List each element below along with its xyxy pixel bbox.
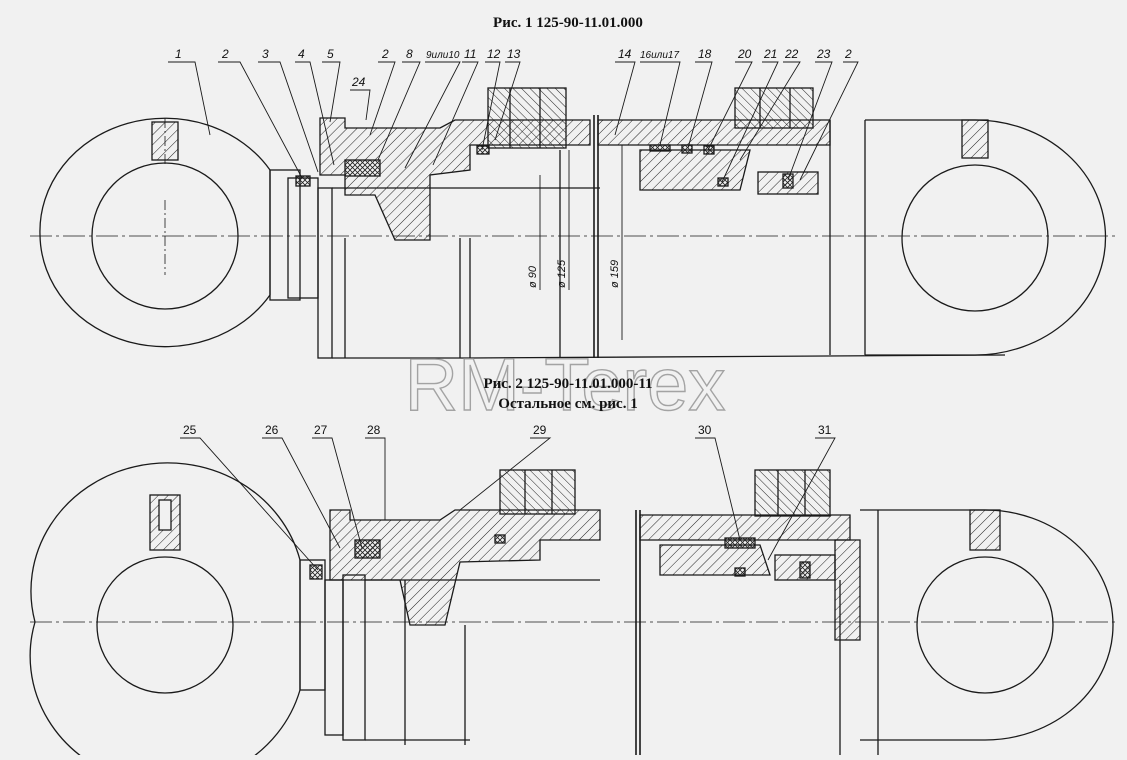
fig1-label-8: 8: [406, 47, 413, 61]
fig1-label-21: 21: [763, 47, 777, 61]
fig1-label-9-10: 9или10: [426, 50, 460, 61]
cylinder-barrel-fig2: [635, 469, 879, 755]
gland-section: [295, 87, 591, 241]
fig2-label-27: 27: [314, 423, 328, 437]
fig1-label-16-17: 16или17: [640, 50, 679, 61]
fig1-label-1: 1: [175, 47, 182, 61]
watermark-text: RM-Terex: [405, 343, 726, 426]
dimension-lines: [539, 145, 623, 340]
figure-1-title: Рис. 1 125-90-11.01.000: [493, 15, 643, 31]
fig1-label-18: 18: [698, 47, 712, 61]
fig1-label-2b: 2: [381, 47, 389, 61]
fig2-label-31: 31: [818, 423, 832, 437]
fig2-label-29: 29: [533, 423, 547, 437]
figure-2: Рис. 2 125-90-11.01.000-11 Остальное см.…: [29, 376, 1115, 760]
fig1-label-14: 14: [618, 47, 632, 61]
fig2-label-25: 25: [183, 423, 197, 437]
fig1-label-2c: 2: [844, 47, 852, 61]
fig1-label-11: 11: [464, 47, 476, 61]
cylinder-barrel: [593, 87, 831, 358]
fig1-label-4: 4: [298, 47, 305, 61]
fig1-label-2: 2: [221, 47, 229, 61]
dim-rod-diameter: ø 90: [527, 265, 539, 288]
fig2-label-30: 30: [698, 423, 712, 437]
dim-bore-diameter: ø 125: [556, 259, 568, 288]
fig1-label-3: 3: [262, 47, 269, 61]
figure-1: Рис. 1 125-90-11.01.000: [30, 15, 1115, 359]
dim-outer-diameter: ø 159: [609, 260, 621, 288]
fig2-leaders: [180, 437, 836, 571]
gland-section-fig2: [309, 469, 601, 626]
cylinder-eye-right: [865, 119, 1107, 356]
fig2-label-26: 26: [265, 423, 279, 437]
figure-2-subtitle: Остальное см. рис. 1: [498, 396, 637, 412]
cylinder-eye-right-fig2: [860, 509, 1114, 741]
fig1-label-5: 5: [327, 47, 334, 61]
rod-eye-left: [39, 117, 271, 348]
fig1-label-22: 22: [784, 47, 799, 61]
fig1-label-12: 12: [487, 47, 501, 61]
figure-2-title: Рис. 2 125-90-11.01.000-11: [483, 376, 652, 392]
fig2-label-28: 28: [367, 423, 381, 437]
fig1-label-13: 13: [507, 47, 521, 61]
fig1-label-24: 24: [351, 75, 366, 89]
fig1-label-23: 23: [816, 47, 831, 61]
rod-eye-left-fig2: [29, 462, 301, 760]
fig1-label-20: 20: [737, 47, 752, 61]
fig1-leaders: [168, 61, 859, 183]
